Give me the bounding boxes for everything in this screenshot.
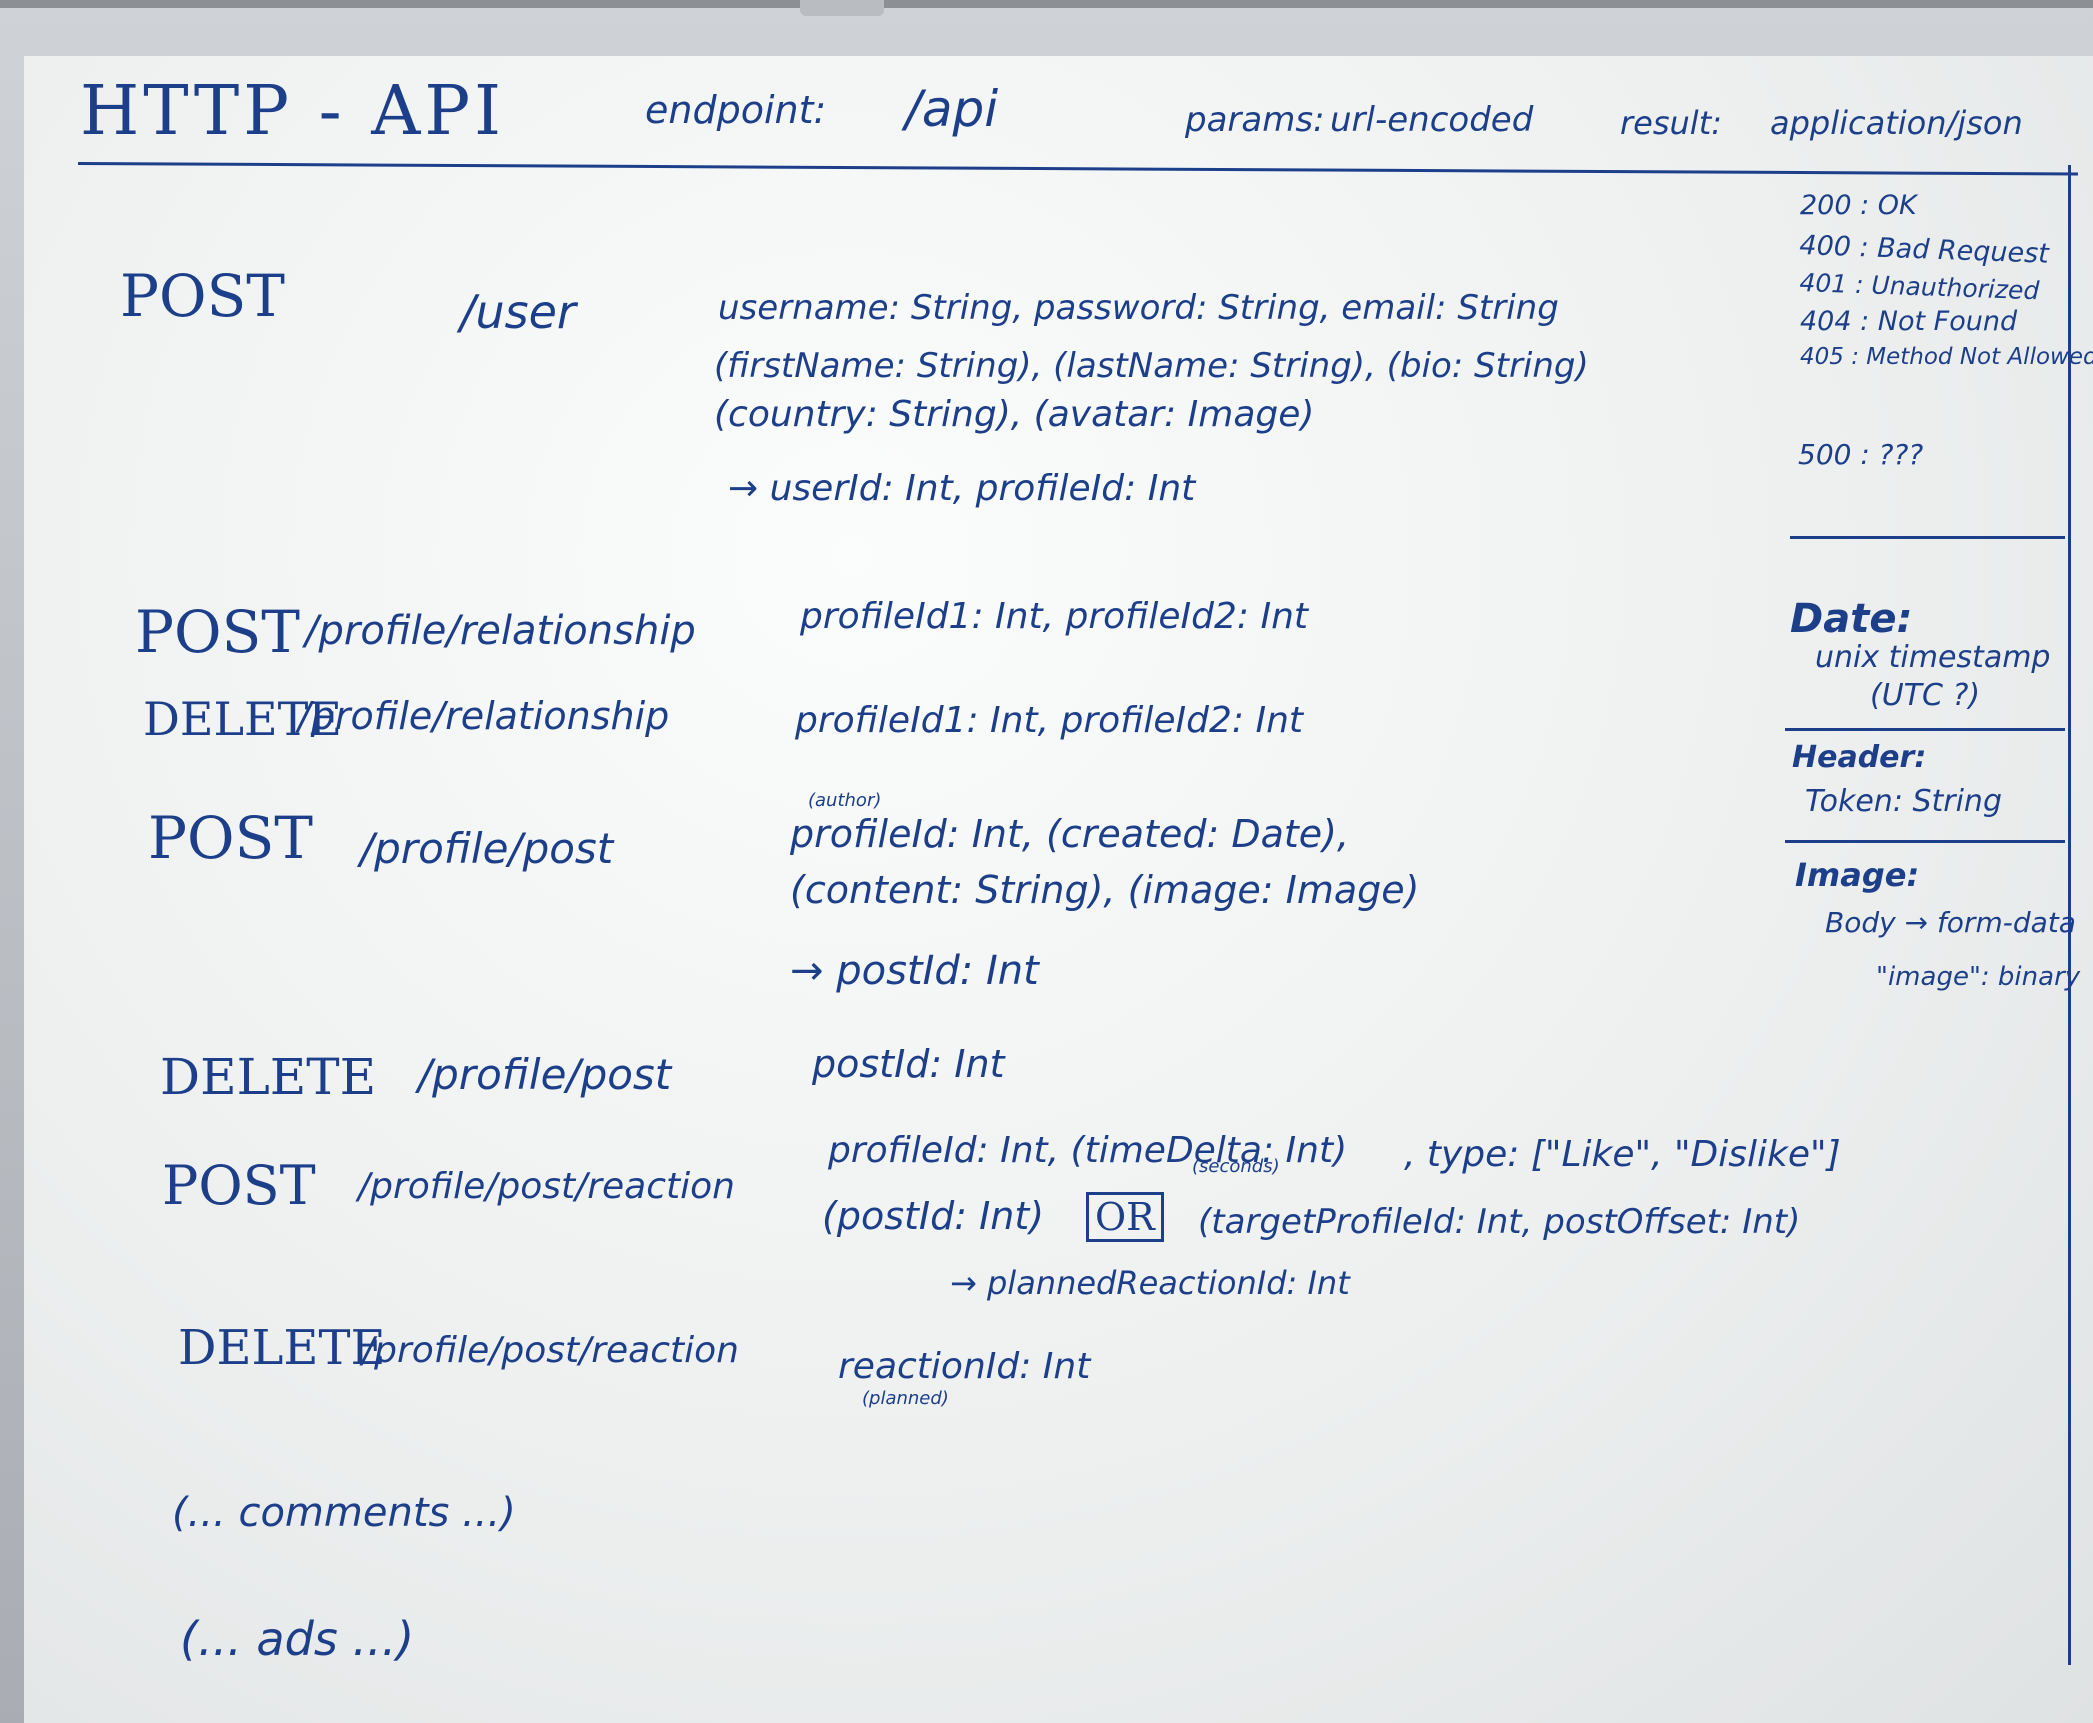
header-note-title: Header: [1792, 740, 1927, 775]
header-note-line1: Token: String [1805, 784, 2002, 819]
whiteboard [24, 56, 2093, 1723]
api-title: HTTP - API [80, 72, 505, 151]
reaction-delete-params: reactionId: Int [838, 1346, 1091, 1387]
image-note-line2: "image": binary [1876, 962, 2081, 992]
date-note-line1: unix timestamp [1815, 640, 2051, 675]
user-post-params-line3: (country: String), (avatar: Image) [714, 394, 1315, 435]
result-label: result: [1620, 104, 1723, 142]
relationship-delete-params: profileId1: Int, profileId2: Int [795, 700, 1304, 741]
ads-note: (... ads ...) [180, 1612, 415, 1666]
post-delete-path: /profile/post [418, 1050, 672, 1099]
reaction-post-result: → plannedReactionId: Int [950, 1264, 1350, 1302]
relationship-post-method: POST [135, 598, 300, 666]
sidebar-divider [2068, 165, 2071, 1665]
user-post-params-line2: (firstName: String), (lastName: String),… [714, 346, 1589, 386]
reaction-delete-method: DELETE [178, 1320, 386, 1376]
reaction-post-method: POST [162, 1154, 316, 1217]
reaction-delete-planned-annotation: (planned) [862, 1388, 949, 1409]
endpoint-label: endpoint: [645, 88, 827, 132]
post-create-params-line2: (content: String), (image: Image) [790, 868, 1420, 912]
reaction-post-path: /profile/post/reaction [358, 1166, 735, 1207]
status-code-200: 200 : OK [1800, 190, 1917, 221]
sidebar-separator-1 [1790, 536, 2065, 539]
result-value: application/json [1770, 104, 2023, 142]
sidebar-separator-3 [1785, 840, 2065, 843]
post-create-result: → postId: Int [790, 948, 1039, 994]
endpoint-value: /api [905, 80, 999, 138]
post-create-path: /profile/post [360, 824, 614, 873]
date-note-line2: (UTC ?) [1870, 678, 1981, 713]
relationship-delete-path: /profile/relationship [298, 694, 670, 738]
reaction-post-or-box: OR [1086, 1192, 1164, 1242]
post-delete-params: postId: Int [812, 1042, 1005, 1086]
status-code-405: 405 : Method Not Allowed [1800, 344, 2093, 370]
reaction-post-params-line1a: profileId: Int, (timeDelta: Int) [828, 1130, 1348, 1171]
post-create-method: POST [148, 804, 313, 872]
date-note-title: Date: [1790, 596, 1913, 642]
status-code-500: 500 : ??? [1798, 438, 1924, 471]
reaction-post-seconds-annotation: (seconds) [1192, 1156, 1280, 1177]
post-delete-method: DELETE [160, 1048, 377, 1106]
reaction-post-params-line1b: , type: ["Like", "Dislike"] [1404, 1134, 1841, 1175]
reaction-post-params-line2a: (postId: Int) [822, 1194, 1045, 1238]
relationship-delete-method: DELETE [143, 692, 342, 746]
post-create-params-line1: profileId: Int, (created: Date), [790, 812, 1350, 856]
user-post-result: → userId: Int, profileId: Int [728, 468, 1196, 509]
user-post-path: /user [460, 285, 576, 339]
reaction-delete-path: /profile/post/reaction [362, 1330, 739, 1371]
comments-note: (... comments ...) [172, 1490, 516, 1536]
image-note-line1: Body → form-data [1825, 906, 2076, 939]
status-code-404: 404 : Not Found [1800, 306, 2018, 337]
board-clip [800, 0, 884, 16]
params-value: url-encoded [1330, 100, 1534, 140]
user-post-params-line1: username: String, password: String, emai… [718, 288, 1559, 328]
relationship-post-params: profileId1: Int, profileId2: Int [800, 596, 1309, 637]
post-create-author-annotation: (author) [808, 790, 882, 811]
image-note-title: Image: [1795, 856, 1920, 894]
reaction-post-params-line2b: (targetProfileId: Int, postOffset: Int) [1198, 1202, 1801, 1242]
relationship-post-path: /profile/relationship [305, 608, 696, 654]
params-label: params: [1185, 100, 1325, 140]
user-post-method: POST [120, 262, 285, 330]
sidebar-separator-2 [1785, 728, 2065, 731]
